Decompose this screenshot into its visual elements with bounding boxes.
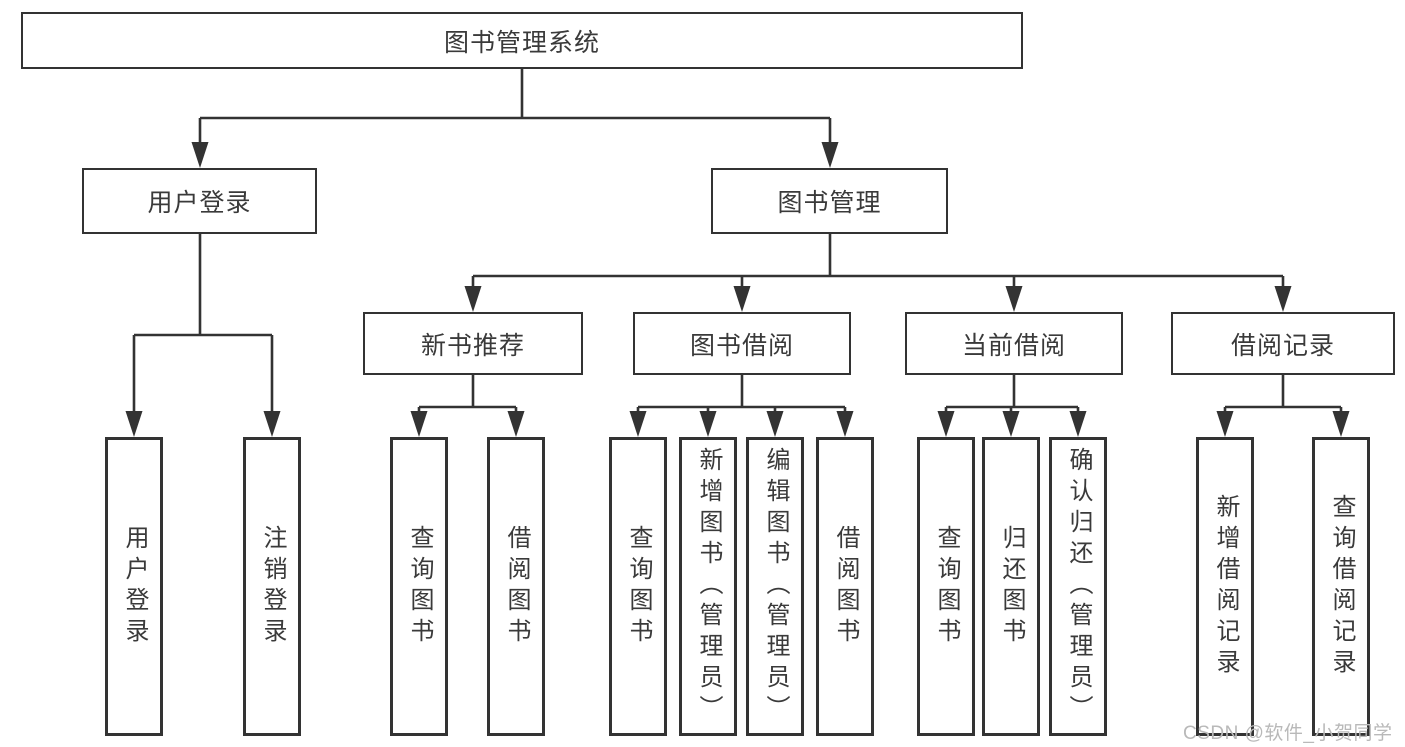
connector-borrowing-records-split bbox=[1216, 375, 1350, 437]
arrowhead bbox=[766, 411, 784, 437]
arrowhead bbox=[1005, 286, 1023, 312]
arrowhead bbox=[1069, 411, 1087, 437]
node-borrowing-records-label: 借阅记录 bbox=[1230, 331, 1335, 360]
arrowhead bbox=[733, 286, 751, 312]
node-leaf-user-login: 用户登录 bbox=[105, 437, 163, 736]
node-leaf-user-login-label: 用户登录 bbox=[121, 524, 148, 649]
node-leaf-borrowing-edit-books-admin: 编辑图书（管理员） bbox=[746, 437, 804, 736]
connector-user-login-split bbox=[125, 234, 281, 437]
node-leaf-current-confirm-return-admin: 确认归还（管理员） bbox=[1049, 437, 1107, 736]
node-leaf-borrowing-add-books-admin-label: 新增图书（管理员） bbox=[695, 447, 722, 726]
arrowhead bbox=[937, 411, 955, 437]
node-root-label: 图书管理系统 bbox=[443, 28, 600, 57]
connector-root-split bbox=[191, 69, 839, 168]
node-leaf-records-add-record-label: 新增借阅记录 bbox=[1212, 493, 1239, 680]
node-leaf-current-return-books: 归还图书 bbox=[982, 437, 1040, 736]
node-leaf-borrowing-add-books-admin: 新增图书（管理员） bbox=[679, 437, 737, 736]
connector-book-borrowing-split bbox=[629, 375, 854, 437]
csdn-watermark: CSDN @软件_小贺同学 bbox=[1183, 723, 1393, 744]
arrowhead bbox=[821, 142, 839, 168]
arrowhead bbox=[629, 411, 647, 437]
arrowhead bbox=[1002, 411, 1020, 437]
connector-book-management-split bbox=[464, 234, 1292, 312]
arrowhead bbox=[191, 142, 209, 168]
node-new-book-recommend: 新书推荐 bbox=[363, 312, 583, 375]
arrowhead bbox=[699, 411, 717, 437]
node-leaf-newbook-query-books: 查询图书 bbox=[390, 437, 448, 736]
node-leaf-records-add-record: 新增借阅记录 bbox=[1196, 437, 1254, 736]
arrowhead bbox=[507, 411, 525, 437]
node-leaf-borrowing-edit-books-admin-label: 编辑图书（管理员） bbox=[762, 447, 789, 726]
node-book-borrowing-label: 图书借阅 bbox=[689, 331, 794, 360]
node-leaf-borrowing-query-books: 查询图书 bbox=[609, 437, 667, 736]
node-current-borrowing-label: 当前借阅 bbox=[961, 331, 1066, 360]
node-book-borrowing: 图书借阅 bbox=[633, 312, 851, 375]
arrowhead bbox=[1274, 286, 1292, 312]
node-leaf-logout-label: 注销登录 bbox=[259, 524, 286, 649]
node-current-borrowing: 当前借阅 bbox=[905, 312, 1123, 375]
node-leaf-records-query-record: 查询借阅记录 bbox=[1312, 437, 1370, 736]
arrowhead bbox=[410, 411, 428, 437]
arrowhead bbox=[1216, 411, 1234, 437]
connector-current-borrowing-split bbox=[937, 375, 1087, 437]
node-leaf-logout: 注销登录 bbox=[243, 437, 301, 736]
arrowhead bbox=[464, 286, 482, 312]
node-user-login-label: 用户登录 bbox=[147, 189, 252, 217]
arrowhead bbox=[1332, 411, 1350, 437]
node-leaf-newbook-query-books-label: 查询图书 bbox=[406, 524, 433, 649]
node-book-management-label: 图书管理 bbox=[777, 189, 882, 217]
node-leaf-newbook-borrow-books: 借阅图书 bbox=[487, 437, 545, 736]
node-leaf-records-query-record-label: 查询借阅记录 bbox=[1328, 493, 1355, 680]
arrowhead bbox=[125, 411, 143, 437]
node-leaf-current-query-books: 查询图书 bbox=[917, 437, 975, 736]
node-new-book-recommend-label: 新书推荐 bbox=[420, 331, 525, 360]
arrowhead bbox=[836, 411, 854, 437]
node-leaf-current-confirm-return-admin-label: 确认归还（管理员） bbox=[1065, 447, 1092, 726]
connector-new-book-split bbox=[410, 375, 525, 437]
node-leaf-newbook-borrow-books-label: 借阅图书 bbox=[503, 524, 530, 649]
node-leaf-current-query-books-label: 查询图书 bbox=[933, 524, 960, 649]
arrowhead bbox=[263, 411, 281, 437]
node-leaf-borrowing-query-books-label: 查询图书 bbox=[625, 524, 652, 649]
node-leaf-current-return-books-label: 归还图书 bbox=[998, 524, 1025, 649]
node-root: 图书管理系统 bbox=[21, 12, 1023, 69]
node-book-management: 图书管理 bbox=[711, 168, 948, 234]
node-leaf-borrowing-borrow-books-label: 借阅图书 bbox=[832, 524, 859, 649]
node-borrowing-records: 借阅记录 bbox=[1171, 312, 1395, 375]
node-user-login: 用户登录 bbox=[82, 168, 317, 234]
node-leaf-borrowing-borrow-books: 借阅图书 bbox=[816, 437, 874, 736]
